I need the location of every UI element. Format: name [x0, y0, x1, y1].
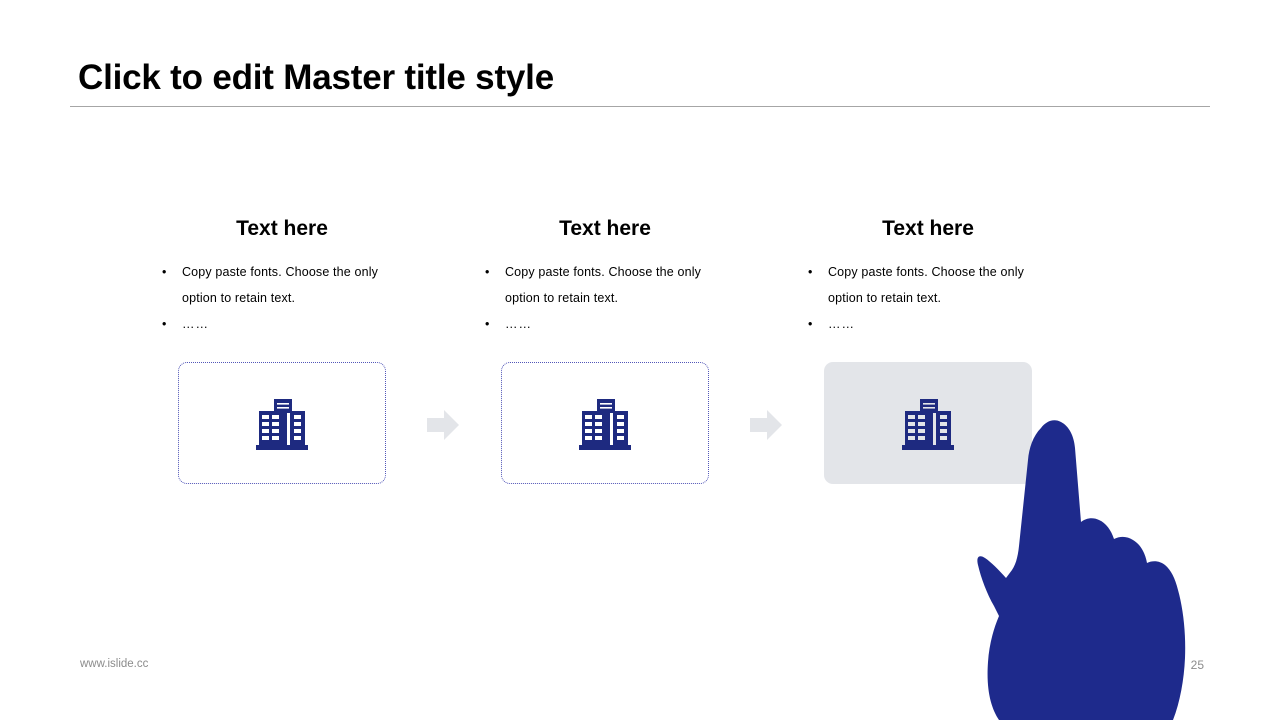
- column-heading[interactable]: Text here: [236, 217, 328, 240]
- content-column-3: Text here • Copy paste fonts. Choose the…: [803, 216, 1053, 337]
- bullet-marker-icon: •: [162, 265, 167, 280]
- process-step-box-3[interactable]: [824, 362, 1032, 484]
- bullet-list: • Copy paste fonts. Choose the only opti…: [803, 259, 1053, 337]
- flow-arrow-right-icon: [750, 410, 782, 440]
- column-heading[interactable]: Text here: [882, 217, 974, 240]
- bullet-text: ……: [828, 317, 855, 332]
- building-icon: [256, 399, 308, 450]
- bullet-item[interactable]: • Copy paste fonts. Choose the only opti…: [803, 259, 1053, 311]
- bullet-marker-icon: •: [808, 317, 813, 332]
- bullet-list: • Copy paste fonts. Choose the only opti…: [157, 259, 407, 337]
- bullet-item[interactable]: • ……: [157, 311, 407, 337]
- bullet-text: ……: [505, 317, 532, 332]
- page-title[interactable]: Click to edit Master title style: [78, 58, 554, 97]
- bullet-item[interactable]: • ……: [480, 311, 730, 337]
- footer-url[interactable]: www.islide.cc: [80, 658, 149, 670]
- bullet-text: Copy paste fonts. Choose the only option…: [828, 265, 1025, 306]
- content-column-1: Text here • Copy paste fonts. Choose the…: [157, 216, 407, 337]
- building-icon: [579, 399, 631, 450]
- bullet-list: • Copy paste fonts. Choose the only opti…: [480, 259, 730, 337]
- title-divider: [70, 106, 1210, 107]
- bullet-marker-icon: •: [808, 265, 813, 280]
- bullet-marker-icon: •: [485, 265, 490, 280]
- content-columns: Text here • Copy paste fonts. Choose the…: [0, 216, 1280, 496]
- bullet-item[interactable]: • Copy paste fonts. Choose the only opti…: [157, 259, 407, 311]
- bullet-marker-icon: •: [162, 317, 167, 332]
- bullet-text: ……: [182, 317, 209, 332]
- column-heading[interactable]: Text here: [559, 217, 651, 240]
- bullet-text: Copy paste fonts. Choose the only option…: [505, 265, 702, 306]
- bullet-item[interactable]: • ……: [803, 311, 1053, 337]
- bullet-text: Copy paste fonts. Choose the only option…: [182, 265, 379, 306]
- process-step-box-2[interactable]: [501, 362, 709, 484]
- process-step-box-1[interactable]: [178, 362, 386, 484]
- bullet-item[interactable]: • Copy paste fonts. Choose the only opti…: [480, 259, 730, 311]
- page-number: 25: [1190, 658, 1204, 672]
- content-column-2: Text here • Copy paste fonts. Choose the…: [480, 216, 730, 337]
- bullet-marker-icon: •: [485, 317, 490, 332]
- building-icon: [902, 399, 954, 450]
- process-flow: [0, 362, 1280, 486]
- flow-arrow-right-icon: [427, 410, 459, 440]
